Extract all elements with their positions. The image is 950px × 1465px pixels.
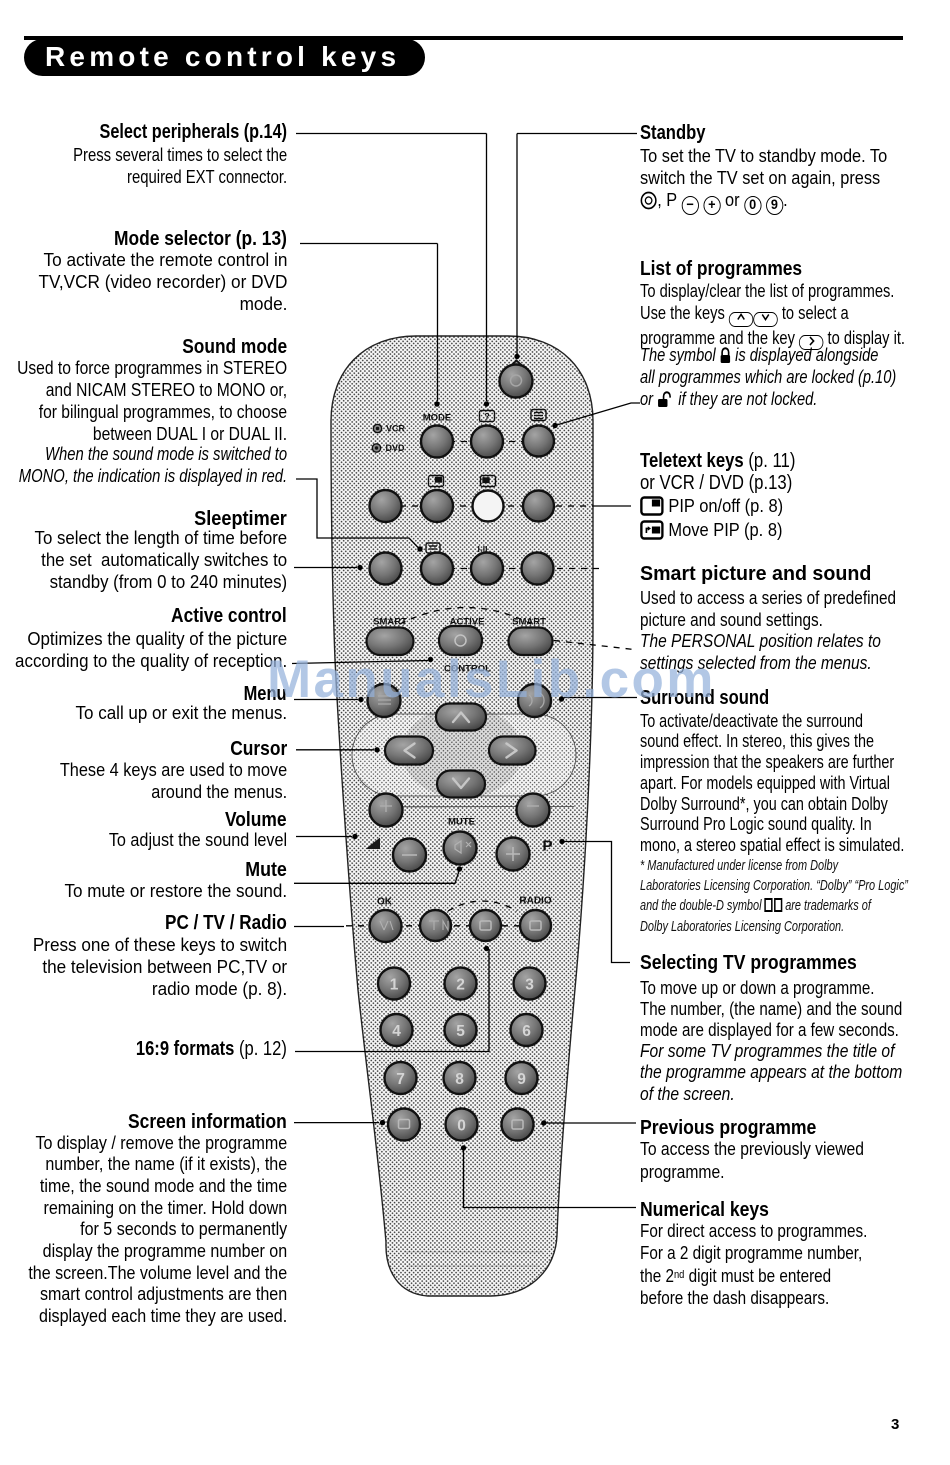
svg-text:SMART: SMART <box>512 617 546 628</box>
svg-text:ACTIVE: ACTIVE <box>450 617 485 628</box>
svg-text:4: 4 <box>392 1023 401 1040</box>
svg-text:2: 2 <box>456 977 465 994</box>
svg-text:9: 9 <box>517 1071 526 1088</box>
svg-text:7: 7 <box>396 1071 405 1088</box>
svg-text:8: 8 <box>455 1071 464 1088</box>
svg-text:I-II: I-II <box>478 544 488 554</box>
svg-text:SMART: SMART <box>373 617 407 628</box>
svg-text:3: 3 <box>525 977 534 994</box>
svg-text:?: ? <box>484 412 490 422</box>
svg-text:MUTE: MUTE <box>448 817 475 828</box>
svg-text:VCR: VCR <box>386 424 406 434</box>
svg-text:CONTROL: CONTROL <box>444 664 491 675</box>
svg-text:OK: OK <box>377 897 393 908</box>
svg-text:RADIO: RADIO <box>519 896 551 907</box>
svg-text:1: 1 <box>390 977 399 994</box>
svg-text:DVD: DVD <box>386 443 406 453</box>
svg-text:MODE: MODE <box>423 413 452 424</box>
svg-text:0: 0 <box>457 1118 466 1135</box>
svg-text:6: 6 <box>522 1023 531 1040</box>
svg-text:5: 5 <box>456 1023 465 1040</box>
svg-text:P: P <box>542 838 552 855</box>
